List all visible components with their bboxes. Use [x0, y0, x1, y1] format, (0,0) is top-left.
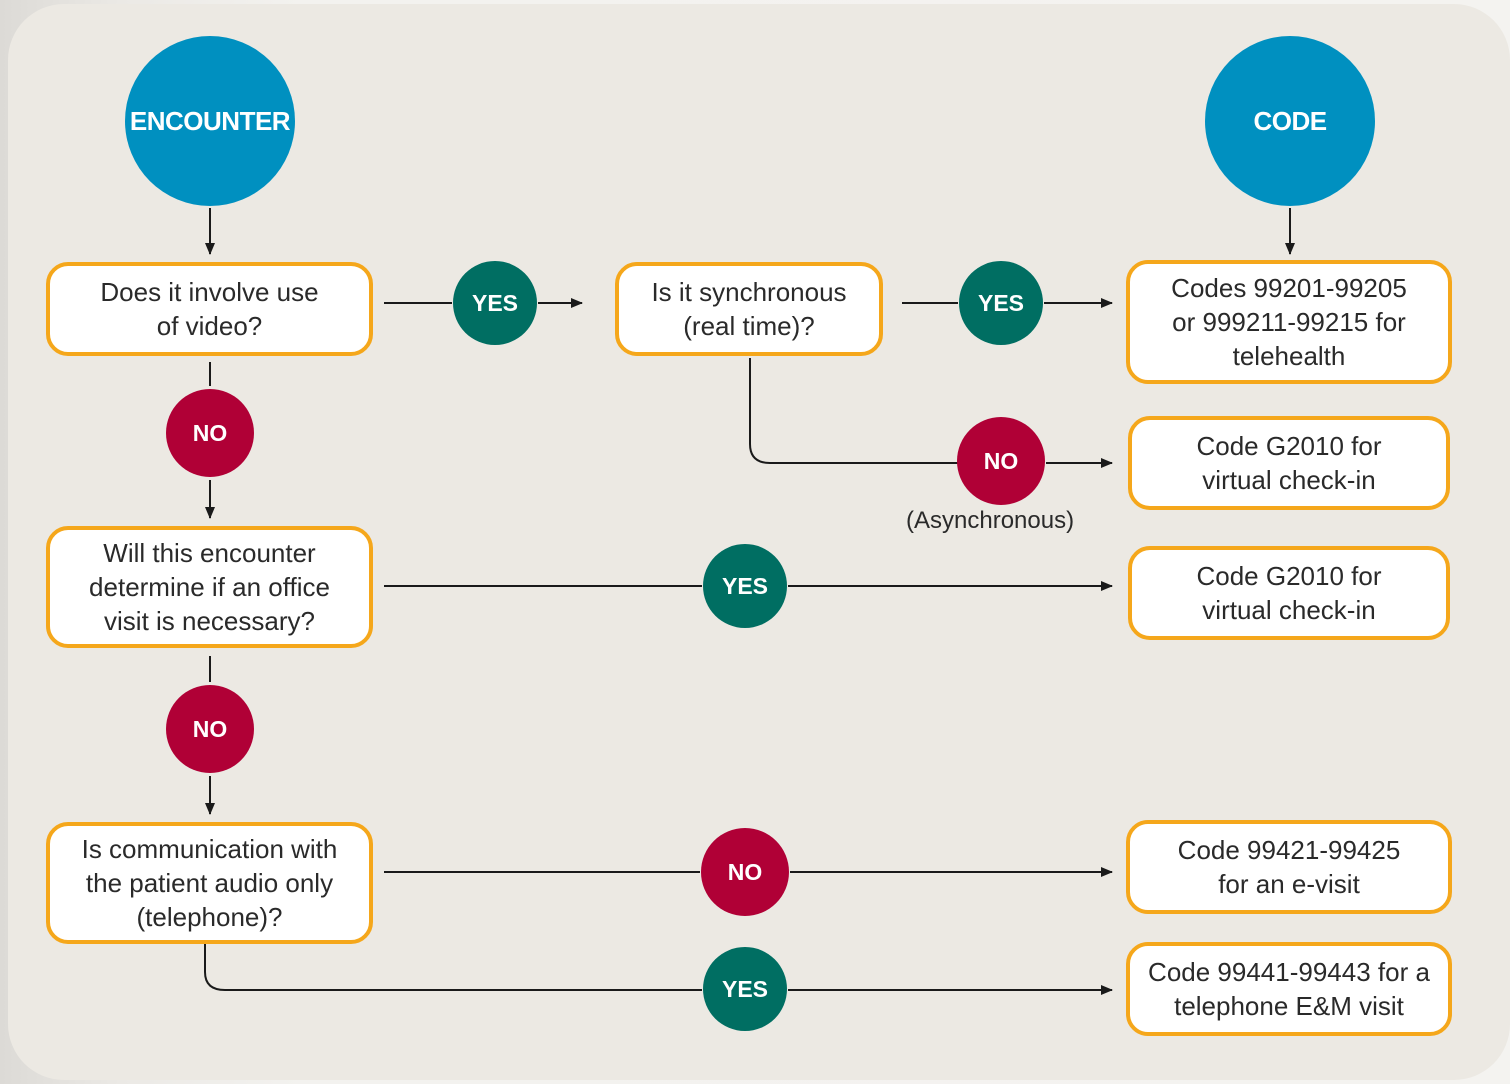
question-office-visit: Will this encounter determine if an offi… — [46, 526, 373, 648]
code-telephone-text: Code 99441-99443 for a telephone E&M vis… — [1148, 957, 1430, 1021]
code-label: CODE — [1253, 105, 1327, 136]
encounter-circle: ENCOUNTER — [125, 36, 295, 206]
connector-qsync-no — [749, 358, 958, 464]
code-virtual-checkin-async: Code G2010 for virtual check-in — [1128, 416, 1450, 510]
question-synchronous: Is it synchronous (real time)? — [615, 262, 883, 356]
yes-label: YES — [977, 289, 1025, 316]
question-video: Does it involve use of video? — [46, 262, 373, 356]
yes-label: YES — [721, 572, 769, 599]
no-label: NO — [192, 715, 228, 742]
yes-audio-only: YES — [703, 947, 787, 1031]
code-virtual-checkin-office-text: Code G2010 for virtual check-in — [1196, 561, 1382, 625]
code-telehealth: Codes 99201-99205 or 999211-99215 for te… — [1126, 260, 1452, 384]
no-office-visit: NO — [166, 685, 254, 773]
code-virtual-checkin-async-text: Code G2010 for virtual check-in — [1196, 431, 1382, 495]
code-telehealth-text: Codes 99201-99205 or 999211-99215 for te… — [1171, 273, 1407, 371]
yes-video: YES — [453, 261, 537, 345]
code-virtual-checkin-office: Code G2010 for virtual check-in — [1128, 546, 1450, 640]
code-telephone: Code 99441-99443 for a telephone E&M vis… — [1126, 942, 1452, 1036]
code-circle: CODE — [1205, 36, 1375, 206]
yes-label: YES — [471, 289, 519, 316]
no-synchronous: NO — [957, 417, 1045, 505]
asynchronous-note: (Asynchronous) — [906, 507, 1075, 534]
code-evisit-text: Code 99421-99425 for an e-visit — [1177, 835, 1401, 899]
no-audio-only: NO — [701, 828, 789, 916]
question-office-visit-text: Will this encounter determine if an offi… — [89, 538, 330, 636]
no-video: NO — [166, 389, 254, 477]
question-synchronous-text: Is it synchronous (real time)? — [651, 277, 847, 341]
no-label: NO — [192, 419, 228, 446]
yes-office-visit: YES — [703, 544, 787, 628]
question-audio-only-text: Is communication with the patient audio … — [81, 834, 338, 932]
code-evisit: Code 99421-99425 for an e-visit — [1126, 820, 1452, 914]
no-label: NO — [983, 447, 1019, 474]
no-label: NO — [727, 858, 763, 885]
encounter-label: ENCOUNTER — [129, 105, 291, 136]
connector-q3-yes — [204, 942, 702, 991]
yes-synchronous: YES — [959, 261, 1043, 345]
question-audio-only: Is communication with the patient audio … — [46, 822, 373, 944]
question-video-text: Does it involve use of video? — [100, 277, 319, 341]
yes-label: YES — [721, 975, 769, 1002]
